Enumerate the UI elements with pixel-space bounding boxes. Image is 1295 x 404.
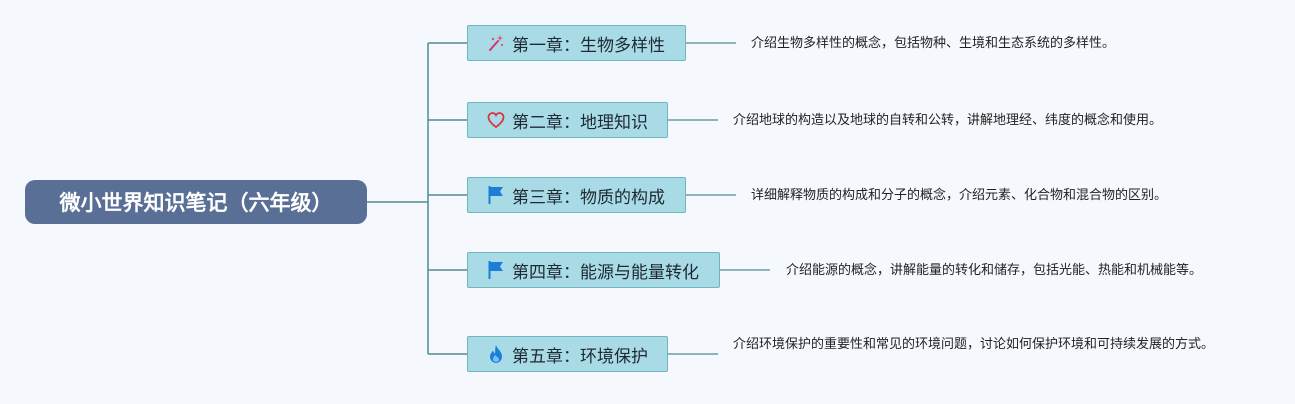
chapter-desc-5: 介绍环境保护的重要性和常见的环境问题，讨论如何保护环境和可持续发展的方式。 — [733, 337, 1215, 352]
chapter-desc-3: 详细解释物质的构成和分子的概念，介绍元素、化合物和混合物的区别。 — [751, 188, 1168, 203]
magic-wand-icon — [486, 33, 506, 53]
chapter-desc-1: 介绍生物多样性的概念，包括物种、生境和生态系统的多样性。 — [751, 36, 1116, 51]
chapter-node-1[interactable]: 第一章：生物多样性 — [467, 25, 686, 61]
chapter-node-3[interactable]: 第三章：物质的构成 — [467, 177, 686, 213]
flag-icon — [486, 185, 506, 205]
heart-icon — [486, 110, 506, 130]
chapter-label-2: 第二章：地理知识 — [512, 112, 648, 133]
fire-icon — [486, 344, 506, 364]
chapter-node-5[interactable]: 第五章：环境保护 — [467, 336, 668, 372]
chapter-label-4: 第四章：能源与能量转化 — [512, 262, 699, 283]
flag-icon — [486, 260, 506, 280]
chapter-node-4[interactable]: 第四章：能源与能量转化 — [467, 252, 720, 288]
chapter-node-2[interactable]: 第二章：地理知识 — [467, 102, 668, 138]
chapter-label-3: 第三章：物质的构成 — [512, 187, 665, 208]
chapter-desc-4: 介绍能源的概念，讲解能量的转化和储存，包括光能、热能和机械能等。 — [786, 263, 1203, 278]
chapter-label-5: 第五章：环境保护 — [512, 346, 648, 367]
chapter-label-1: 第一章：生物多样性 — [512, 35, 665, 56]
root-label: 微小世界知识笔记（六年级） — [59, 191, 333, 215]
root-node[interactable]: 微小世界知识笔记（六年级） — [25, 180, 367, 224]
chapter-desc-2: 介绍地球的构造以及地球的自转和公转，讲解地理经、纬度的概念和使用。 — [733, 113, 1163, 128]
